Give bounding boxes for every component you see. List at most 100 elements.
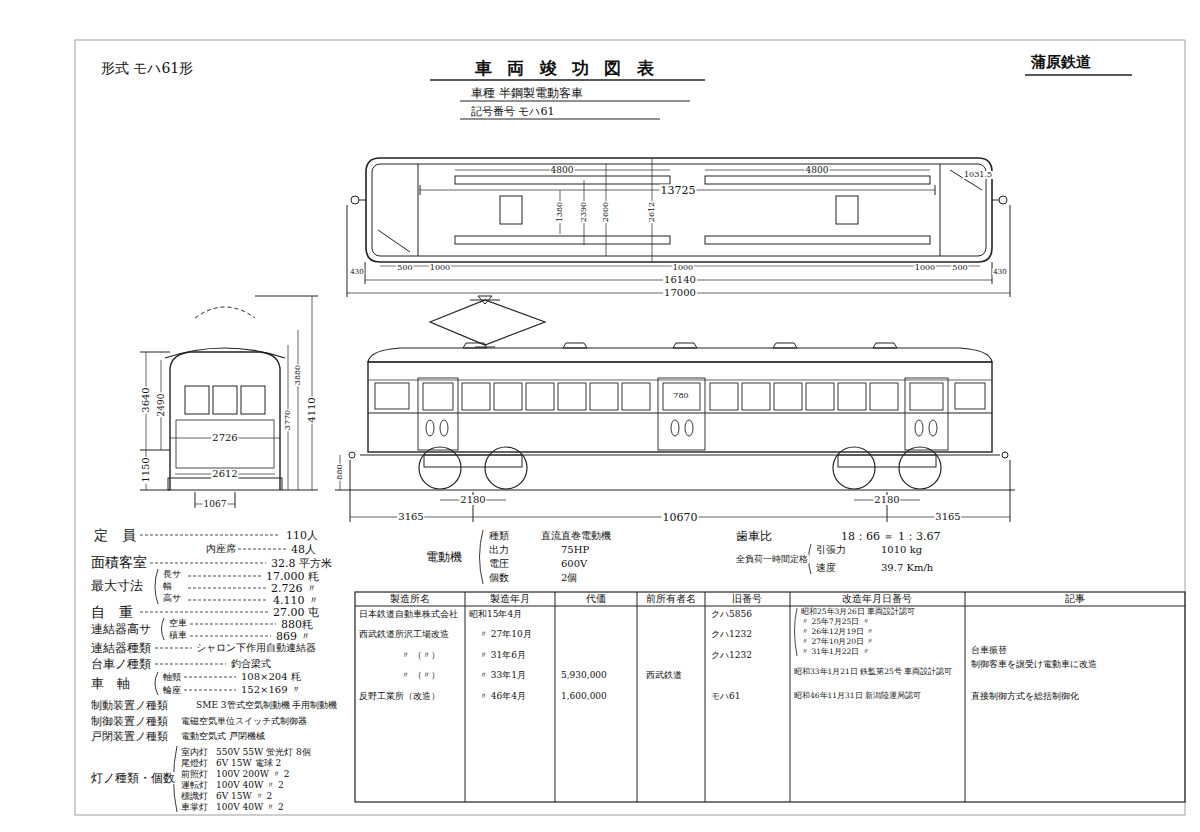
spec-text: 連結器高サ	[90, 623, 152, 635]
table-cell: 記事	[1064, 594, 1086, 604]
dimension-label: 1000	[672, 264, 694, 272]
dimension-label: 2726	[211, 433, 238, 443]
table-cell: 昭和33年1月21日 鉄監第25号 車両設計認可	[793, 668, 953, 676]
spec-text: 6V 15W 電球 2	[215, 759, 282, 768]
dimension-label: 3165	[397, 512, 424, 522]
dimension-label: 500	[396, 264, 413, 272]
spec-text: 速度	[815, 563, 837, 573]
spec-text: 110人	[285, 530, 319, 541]
table-cell: 制御客車を譲受け電動車に改造	[970, 660, 1098, 669]
spec-text: 車 軸	[90, 677, 131, 690]
spec-text: 個数	[488, 573, 510, 583]
spec-text: 長サ	[162, 570, 182, 579]
table-cell: 〃 46年4月	[478, 692, 527, 701]
spec-text: 直流直巻電動機	[540, 531, 612, 541]
table-cell: 台車振替	[970, 646, 1008, 655]
table-cell: 1,600,000	[560, 692, 608, 701]
sheet-title: 車両竣功図表	[475, 60, 669, 77]
table-cell: 製造年月	[489, 594, 531, 604]
dimension-label: 3770	[284, 409, 292, 431]
spec-text: 制御装置ノ種類	[90, 716, 169, 727]
header-text: 記号番号 モハ61	[470, 106, 556, 117]
table-cell: 〃 27年10月	[478, 630, 533, 639]
spec-text: 標識灯	[180, 792, 209, 801]
dimension-label: 2390	[580, 201, 588, 223]
dimension-label: 2612	[211, 469, 238, 479]
header-text: 車種 半鋼製電動客車	[470, 87, 584, 99]
dimension-label: 880	[336, 463, 344, 480]
table-cell: クハ5856	[710, 610, 753, 619]
table-cell: クハ1232	[710, 630, 753, 639]
table-cell: 〃 （〃）	[400, 671, 441, 680]
dimension-label: 1067	[203, 500, 228, 509]
dimension-label: 3880	[294, 364, 302, 386]
dimension-label: 3165	[934, 512, 961, 522]
table-cell: モハ61	[710, 692, 741, 701]
table-cell: 〃 33年1月	[478, 671, 527, 680]
spec-text: 32.8 平方米	[270, 558, 333, 569]
dimension-label: 13725	[660, 185, 697, 196]
dimension-label: 17000	[663, 288, 697, 298]
dimension-label: 430	[349, 269, 364, 276]
spec-text: 75HP	[560, 545, 590, 555]
spec-text: 電動空気式 戸閉機械	[180, 732, 266, 741]
dimension-label: 4800	[550, 166, 575, 175]
spec-text: 尾燈灯	[180, 759, 209, 768]
spec-text: 600V	[560, 559, 588, 569]
spec-text: 全負荷一時間定格	[735, 555, 809, 564]
table-cell: 旧番号	[731, 594, 763, 604]
table-cell: 5,930,000	[560, 671, 608, 680]
spec-text: 台車ノ種類	[90, 658, 152, 670]
table-cell: 日本鉄道自動車株式会社	[358, 610, 459, 619]
spec-text: 39.7 Km/h	[880, 563, 934, 573]
spec-text: 108×204 粍	[240, 672, 302, 682]
spec-text: 電磁空気単位スイッチ式制御器	[180, 717, 308, 726]
dimension-label: 16140	[663, 275, 697, 285]
spec-text: 100V 40W 〃 2	[215, 803, 285, 812]
dimension-label: 2180	[873, 495, 900, 505]
spec-text: 電動機	[425, 551, 463, 563]
spec-text: 4.110 〃	[272, 595, 320, 606]
spec-text: シャロン下作用自動連結器	[195, 643, 317, 653]
table-cell: 改造年月日番号	[841, 594, 913, 604]
spec-text: 積車	[168, 631, 188, 640]
spec-text: 出力	[488, 545, 510, 555]
dimension-label: 10670	[662, 512, 699, 523]
dimension-label: 780	[672, 392, 689, 400]
spec-text: 軸頸	[162, 673, 182, 682]
spec-text: 18：66 ＝ 1：3.67	[840, 531, 941, 542]
dimension-label: 1000	[914, 264, 936, 272]
table-cell: 〃 31年1月22日 〃	[800, 648, 871, 656]
dimension-label: 4800	[805, 166, 830, 175]
spec-text: SME 3管式空気制動機 手用制動機	[195, 701, 338, 710]
header-text: 形式 モハ61形	[100, 61, 194, 75]
table-cell: 〃 （〃）	[400, 651, 441, 660]
table-cell: 西武鉄道所沢工場改造	[358, 630, 450, 639]
spec-text: 輪座	[162, 686, 182, 695]
table-cell: 反野工業所（改造）	[358, 692, 441, 701]
spec-text: 運転灯	[180, 781, 209, 790]
table-cell: 昭和25年3月26日 車両設計認可	[800, 608, 916, 616]
dimension-label: 1000	[429, 264, 451, 272]
spec-text: 550V 55W 蛍光灯 8個	[215, 748, 312, 757]
spec-text: 152×169 〃	[240, 685, 302, 695]
spec-text: 種類	[488, 531, 510, 541]
header-text: 蒲原鉄道	[1030, 55, 1092, 70]
table-cell: 〃 25年7月25日 〃	[800, 618, 871, 626]
spec-text: 869 〃	[275, 631, 313, 642]
spec-text: 2個	[560, 573, 578, 583]
table-cell: 〃 31年6月	[478, 651, 527, 660]
table-cell: 〃 27年10月20日 〃	[800, 638, 875, 646]
dimension-label: 2600	[602, 201, 610, 223]
spec-text: 定 員	[93, 528, 137, 542]
spec-text: 17.000 粍	[265, 571, 320, 582]
table-cell: 代価	[585, 594, 607, 604]
table-cell: 直接制御方式を総括制御化	[970, 692, 1080, 701]
spec-text: 48人	[290, 544, 317, 555]
spec-text: 空車	[168, 619, 188, 628]
table-cell: クハ1232	[710, 651, 753, 660]
spec-text: 自 重	[90, 605, 134, 619]
spec-text: 面積客室	[90, 555, 148, 569]
